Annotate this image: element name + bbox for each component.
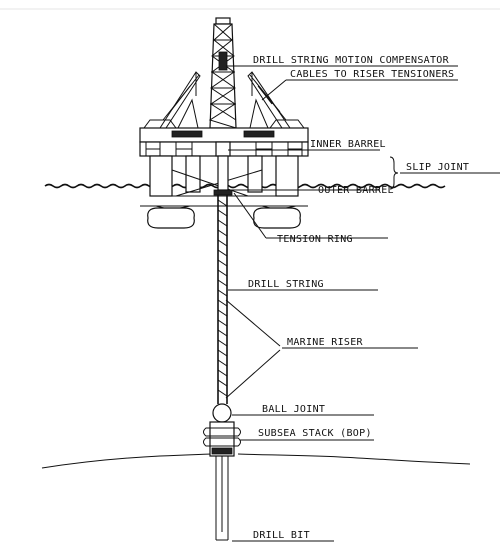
label-tension-ring: TENSION RING <box>277 234 353 245</box>
left-crane <box>159 71 201 129</box>
derrick <box>208 17 237 129</box>
subsea-stack-bop <box>203 421 241 457</box>
label-inner-barrel: INNER BARREL <box>310 139 386 150</box>
slip-joint-barrels <box>215 141 231 191</box>
tension-ring <box>213 189 233 196</box>
label-subsea-stack-bop: SUBSEA STACK (BOP) <box>258 428 372 439</box>
label-drill-string-motion-compensator: DRILL STRING MOTION COMPENSATOR <box>253 55 450 66</box>
sea-surface <box>44 183 446 189</box>
label-ball-joint: BALL JOINT <box>262 404 325 415</box>
leader-lines <box>225 65 500 542</box>
label-drill-string: DRILL STRING <box>248 279 324 290</box>
label-drill-bit: DRILL BIT <box>253 530 310 541</box>
label-slip-joint: SLIP JOINT <box>406 162 469 173</box>
seabed-line <box>41 453 471 469</box>
marine-riser <box>217 195 228 404</box>
label-cables-to-riser-tensioners: CABLES TO RISER TENSIONERS <box>290 69 454 80</box>
well-casing <box>215 456 229 541</box>
label-marine-riser: MARINE RISER <box>287 337 364 348</box>
pontoons <box>147 205 301 229</box>
ball-joint <box>212 403 232 423</box>
label-outer-barrel: OUTER BARREL <box>318 185 394 196</box>
